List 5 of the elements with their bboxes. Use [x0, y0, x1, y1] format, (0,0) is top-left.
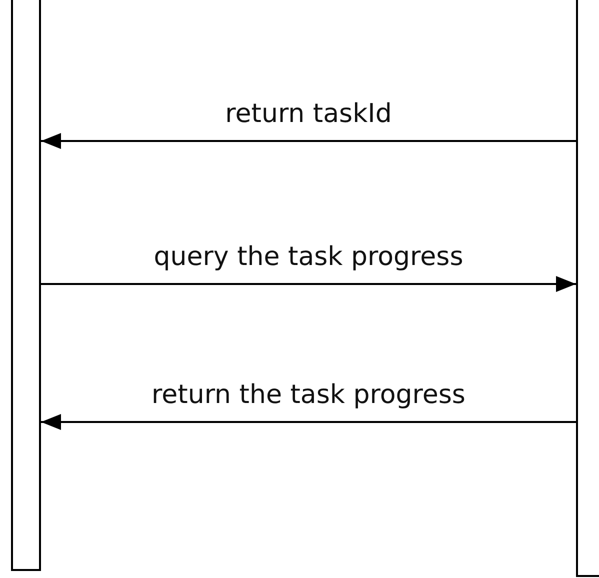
- arrow: [41, 414, 576, 430]
- lifeline-bar: [11, 0, 41, 571]
- arrow: [41, 276, 576, 292]
- arrow: [41, 133, 576, 149]
- lifeline-bar: [576, 0, 599, 577]
